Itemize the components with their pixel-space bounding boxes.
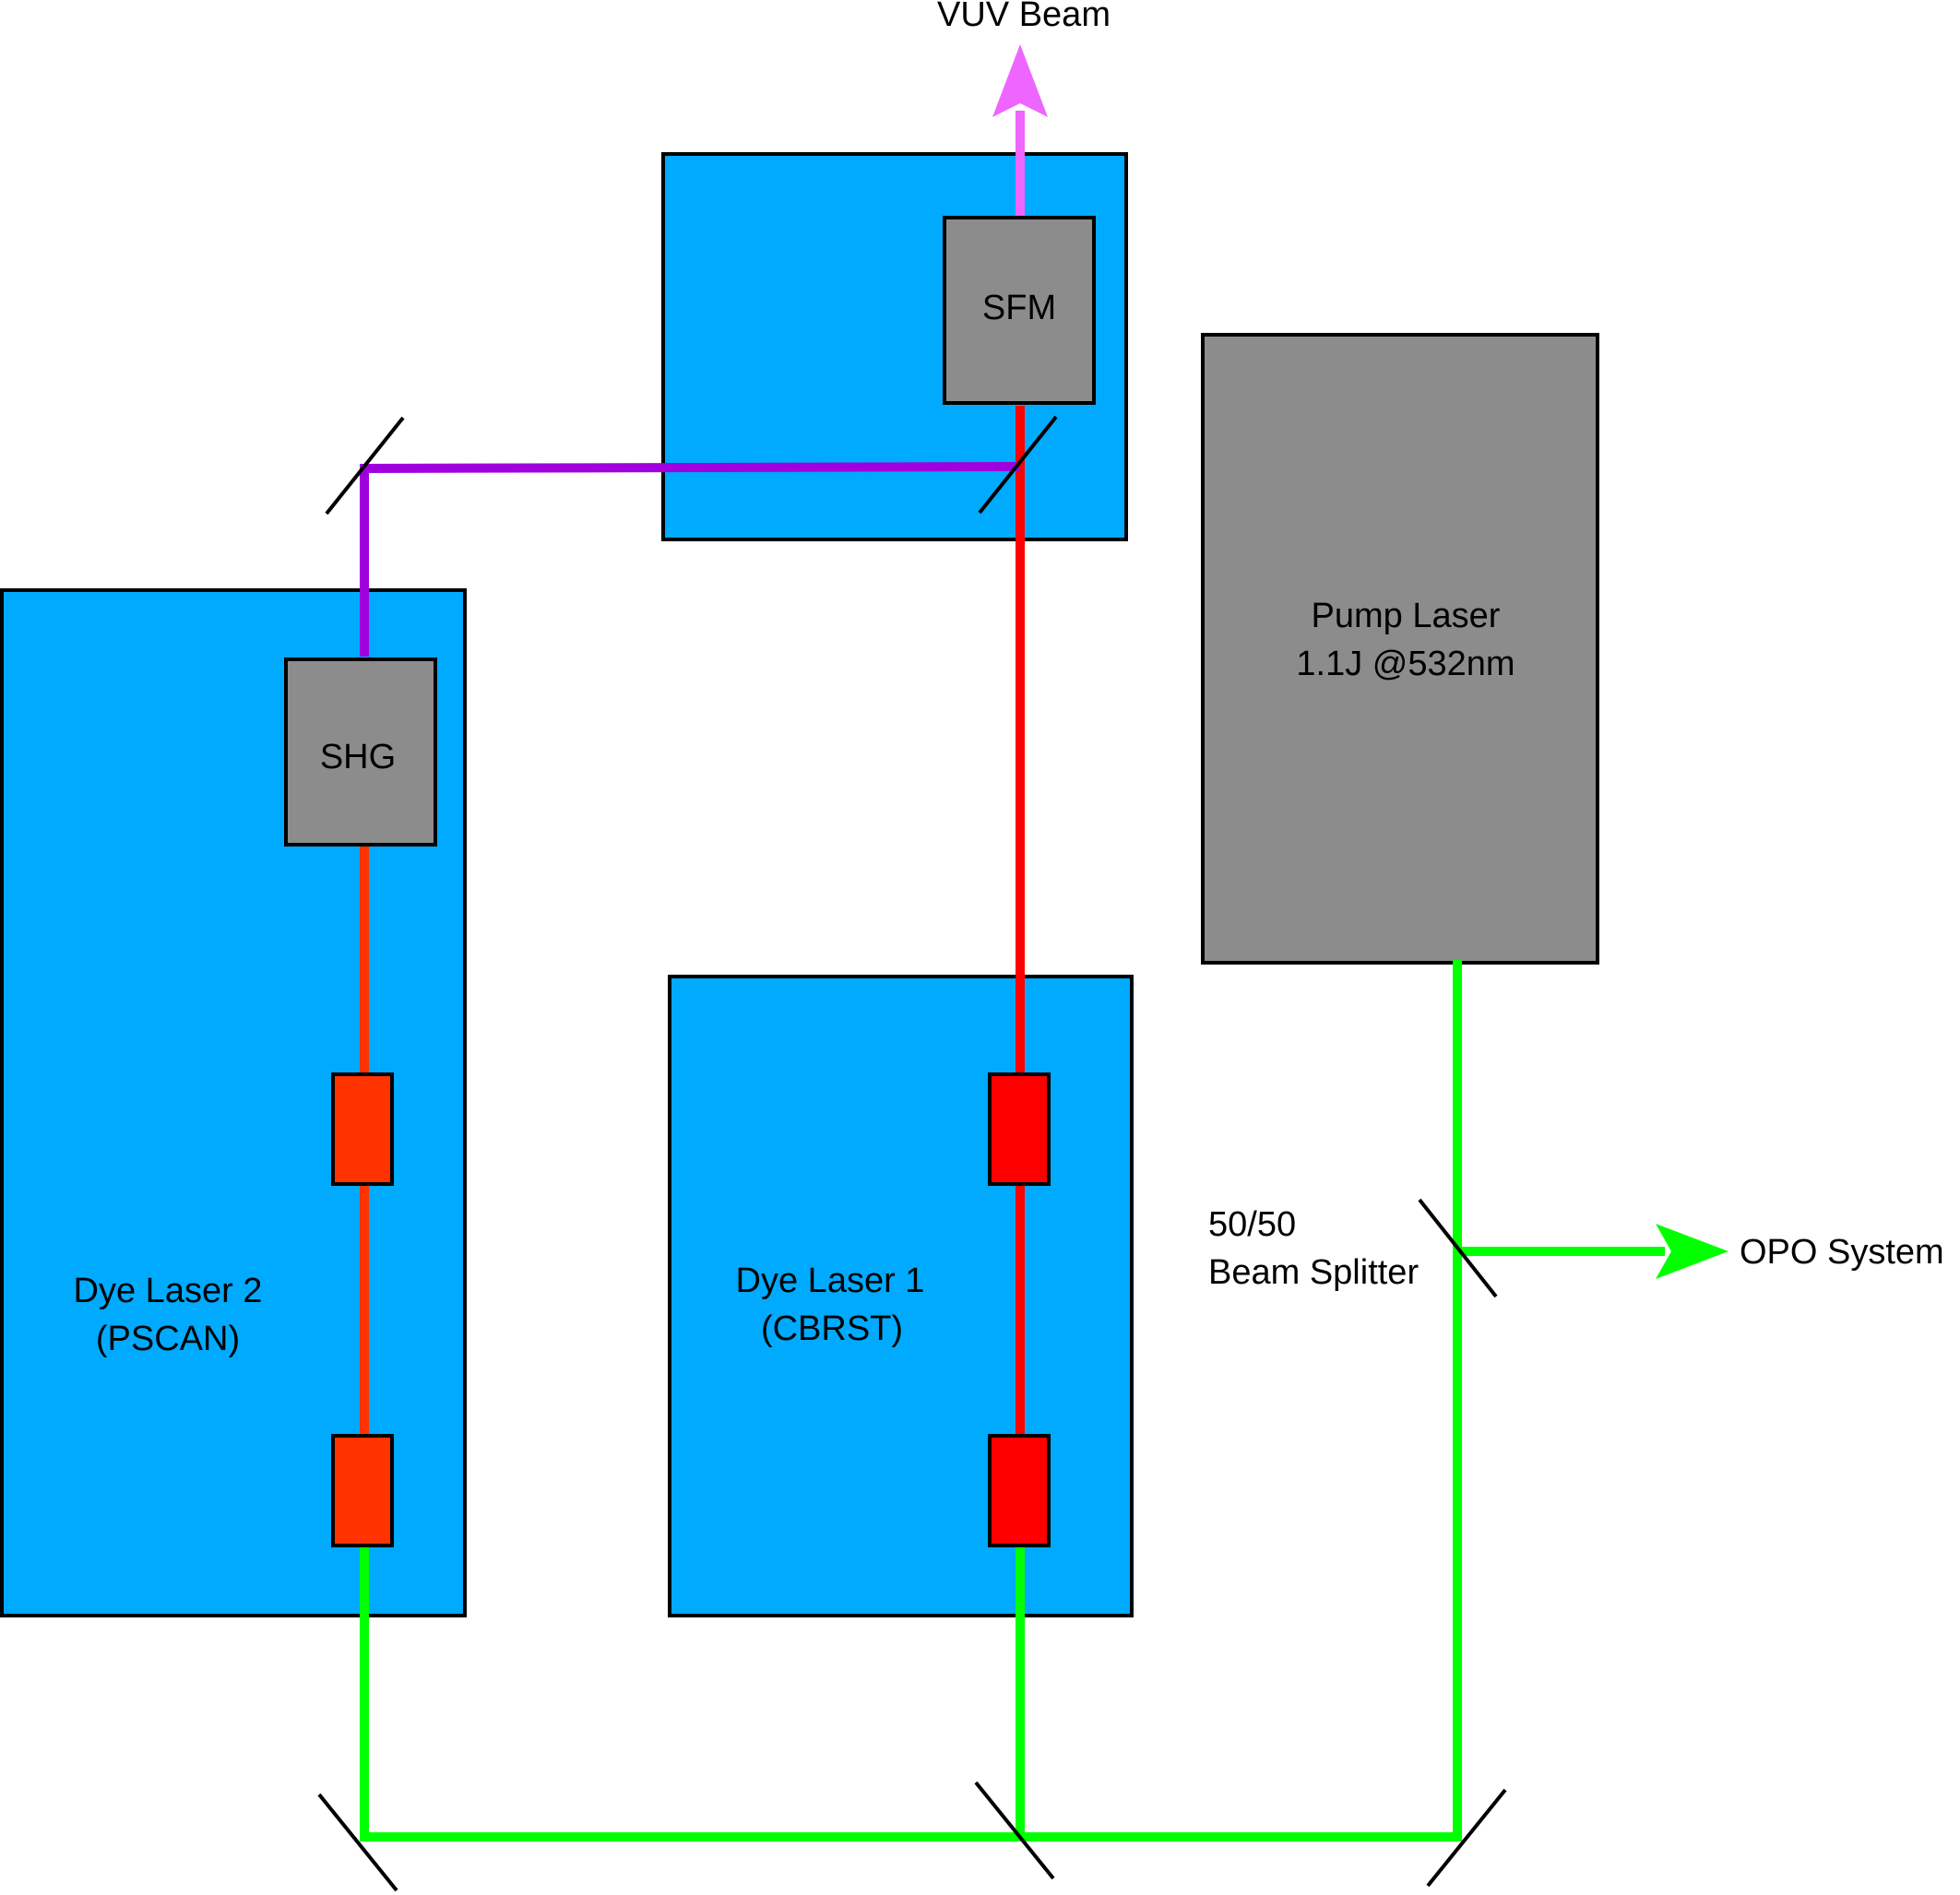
uv-beam-path (359, 462, 1021, 657)
beam-splitter-label-line2: Beam Splitter (1208, 1253, 1419, 1292)
sfm-module (943, 216, 1096, 405)
mirror-sfm-combiner (978, 415, 1058, 515)
pump-laser-box (1201, 333, 1599, 965)
dye-laser-1-cell-lower (988, 1434, 1051, 1547)
opo-arrow-head (1656, 1224, 1728, 1279)
dye-laser-1-label-line2: (CBRST) (761, 1309, 903, 1348)
dye-laser-1-housing (668, 975, 1134, 1617)
dye-laser-1-cell-upper (988, 1072, 1051, 1186)
pump-laser-label-line2: 1.1J @532nm (1296, 645, 1515, 683)
sfm-label: SFM (982, 289, 1056, 327)
beam-splitter-label-line1: 50/50 (1208, 1205, 1296, 1244)
mirror-bottom-left (317, 1793, 398, 1892)
shg-module (284, 657, 437, 847)
dye-laser-2-cell-upper (331, 1072, 394, 1186)
pump-laser-label-line1: Pump Laser (1312, 597, 1501, 635)
vuv-beam-label: VUV Beam (937, 0, 1111, 34)
dye-laser-2-cell-lower (331, 1434, 394, 1547)
beam-splitter-mirror (1418, 1198, 1498, 1298)
opo-system-label: OPO System (1740, 1233, 1944, 1272)
mirror-bottom-right (1426, 1788, 1507, 1888)
vuv-arrow-head (992, 44, 1048, 117)
mirror-shg-turn (325, 416, 405, 515)
dye-laser-1-label-line1: Dye Laser 1 (736, 1261, 925, 1300)
shg-label: SHG (320, 738, 396, 776)
dye-laser-2-label-line1: Dye Laser 2 (74, 1272, 263, 1310)
dye-laser-2-label-line2: (PSCAN) (96, 1320, 240, 1358)
mirror-bottom-middle (974, 1781, 1055, 1880)
mirrors (317, 415, 1507, 1892)
pump-beam-path (360, 960, 1665, 1842)
